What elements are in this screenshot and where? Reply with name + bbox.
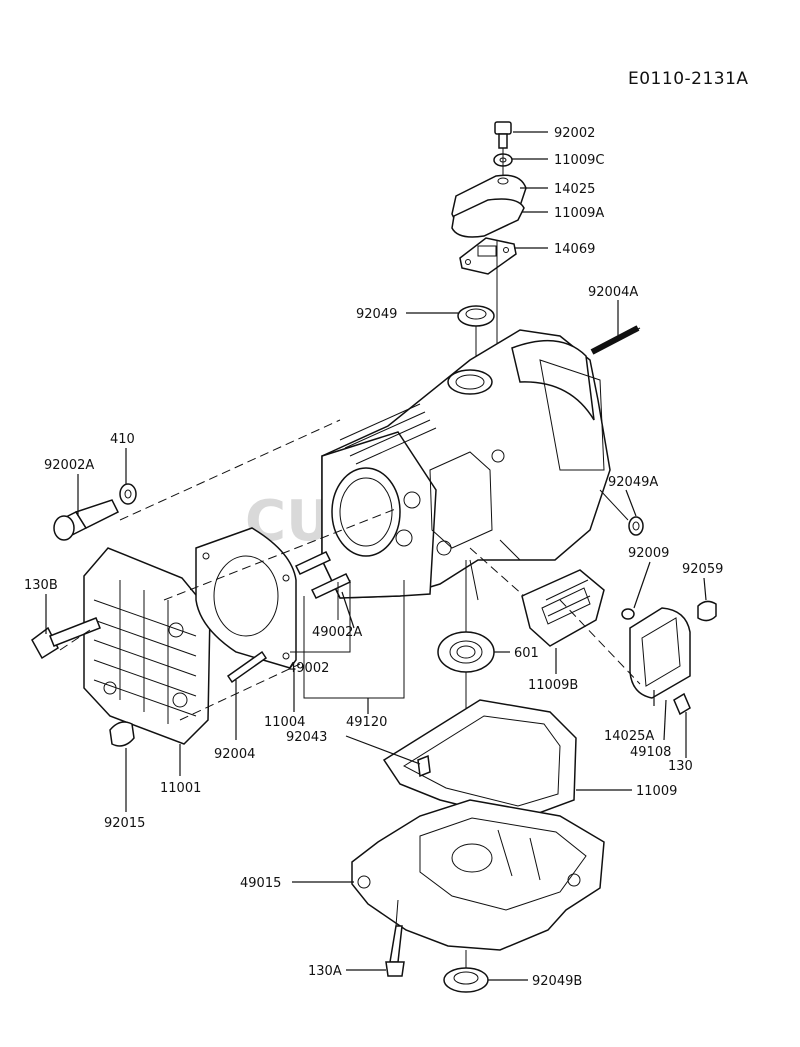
label-92049b: 92049B	[532, 974, 582, 989]
label-92015: 92015	[104, 816, 145, 831]
label-92043: 92043	[286, 730, 327, 745]
screw-130-part	[673, 692, 691, 716]
label-92049a: 92049A	[608, 475, 658, 490]
label-92049: 92049	[356, 307, 397, 322]
dowel-92015-part	[109, 721, 135, 747]
label-49120: 49120	[346, 715, 387, 730]
dowel-92043-part	[417, 754, 431, 778]
gasket-11009-part	[382, 699, 577, 821]
stud-92004-part	[226, 650, 268, 684]
dowel-pins-49002-part	[294, 551, 352, 599]
cylinder-head-11001-part	[83, 547, 211, 745]
label-11009b: 11009B	[528, 678, 578, 693]
gasket-11009b-part	[521, 569, 605, 647]
oil-seal-92049b-part	[443, 967, 489, 993]
label-14025a: 14025A	[604, 729, 654, 744]
label-11004: 11004	[264, 715, 305, 730]
label-92002a: 92002A	[44, 458, 94, 473]
label-92004: 92004	[214, 747, 255, 762]
label-49108: 49108	[630, 745, 671, 760]
label-11009c: 11009C	[554, 153, 604, 168]
plate-14069-part	[459, 237, 517, 275]
label-49002: 49002	[288, 661, 329, 676]
label-410: 410	[110, 432, 135, 447]
washer-410-part	[119, 483, 137, 505]
label-92009: 92009	[628, 546, 669, 561]
cap-92059-part	[697, 600, 717, 622]
oil-seal-92049-part	[457, 305, 495, 327]
bolt-130a-part	[385, 925, 405, 977]
cover-14025a-part	[629, 607, 691, 699]
label-49002a: 49002A	[312, 625, 362, 640]
label-14069: 14069	[554, 242, 595, 257]
bearing-601-part	[437, 631, 495, 673]
bolt-92002-part	[494, 121, 512, 149]
label-49015: 49015	[240, 876, 281, 891]
label-11001: 11001	[160, 781, 201, 796]
label-130a: 130A	[308, 964, 342, 979]
plug-92009-part	[621, 608, 635, 620]
label-11009a: 11009A	[554, 206, 604, 221]
label-92004a: 92004A	[588, 285, 638, 300]
oil-pan-49015-part	[351, 799, 605, 951]
label-14025: 14025	[554, 182, 595, 197]
bolt-92002a-part	[53, 499, 120, 541]
label-601: 601	[514, 646, 539, 661]
label-92002: 92002	[554, 126, 595, 141]
washer-92049a-part	[628, 516, 644, 536]
stud-92004a-part	[590, 325, 641, 355]
bolt-130b-part	[31, 617, 101, 660]
diagram-code: E0110-2131A	[628, 69, 749, 89]
leader-lines	[45, 131, 707, 981]
label-11009: 11009	[636, 784, 677, 799]
label-130: 130	[668, 759, 693, 774]
gasket-11009a-part	[451, 198, 525, 238]
crankcase-block-part	[321, 329, 611, 601]
label-92059: 92059	[682, 562, 723, 577]
label-130b: 130B	[24, 578, 58, 593]
head-gasket-11004-part	[195, 527, 297, 669]
